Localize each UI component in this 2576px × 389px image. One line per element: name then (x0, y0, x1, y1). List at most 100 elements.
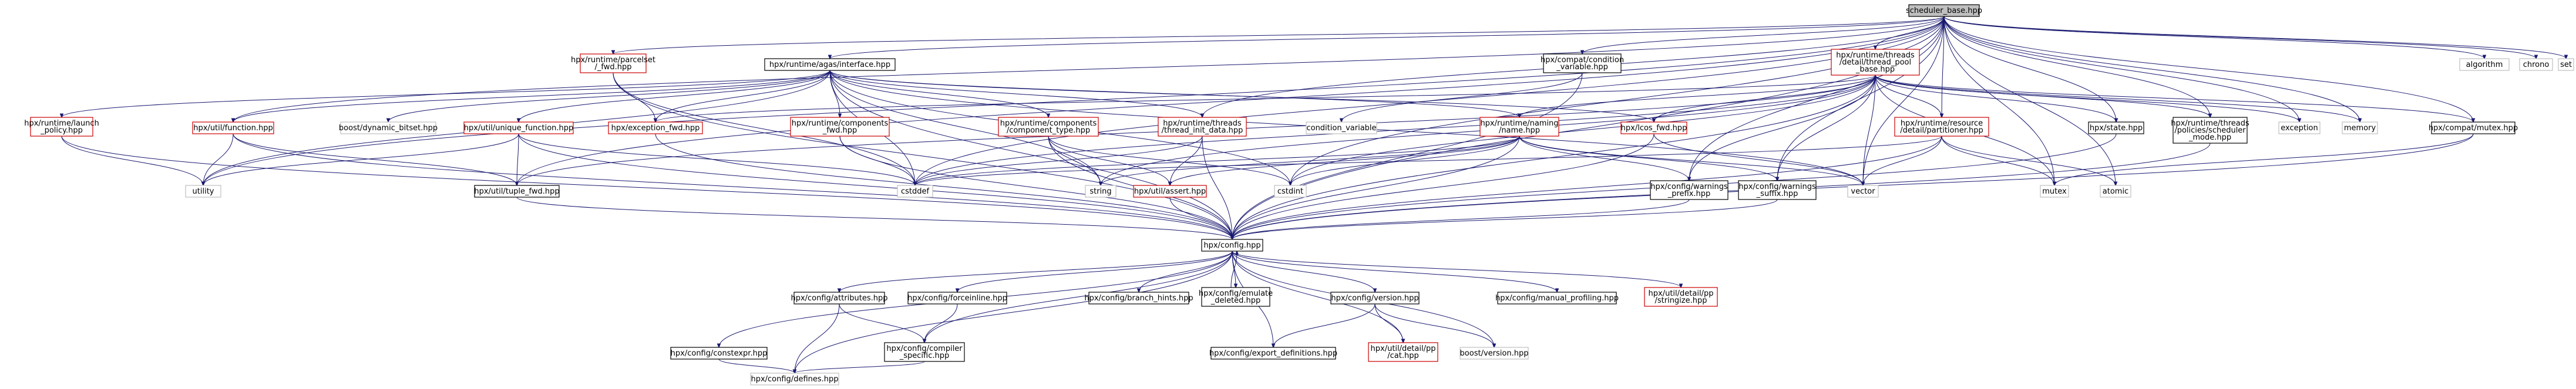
node-label: hpx/config/forceinline.hpp (907, 294, 1007, 303)
dependency-edge-agas_interface-to-component_type (829, 70, 1048, 117)
node-util-unique-function[interactable]: hpx/util/unique_function.hpp (463, 121, 574, 134)
node-naming-name[interactable]: hpx/runtime/naming/name.hpp (1479, 117, 1559, 137)
node-label: mutex (2042, 187, 2067, 196)
node-cfg-export-defs[interactable]: hpx/config/export_definitions.hpp (1209, 347, 1337, 360)
node-compat-condvar[interactable]: hpx/compat/condition_variable.hpp (1541, 53, 1624, 73)
node-exception-fwd[interactable]: hpx/exception_fwd.hpp (608, 121, 703, 134)
node-label: hpx/config/warnings (1738, 182, 1816, 191)
node-box (2558, 58, 2574, 71)
dependency-edge-thread_pool_base-to-memory (1875, 75, 2360, 122)
dependency-edge-partitioner-to-vector (1863, 136, 1942, 185)
node-cfg-compiler-specific[interactable]: hpx/config/compiler_specific.hpp (884, 342, 965, 362)
node-warnings-suffix[interactable]: hpx/config/warnings_suffix.hpp (1738, 180, 1817, 200)
dependency-edge-thread_pool_base-to-exception (1875, 75, 2299, 122)
node-state-hpp[interactable]: hpx/state.hpp (2088, 121, 2144, 134)
node-label: /component_type.hpp (1007, 126, 1090, 135)
dependency-edge-root-to-vector (1863, 16, 1945, 185)
node-box (998, 117, 1099, 137)
dependency-edge-agas_interface-to-exception_fwd (655, 70, 830, 122)
node-util-assert[interactable]: hpx/util/assert.hpp (1133, 185, 1207, 198)
dependency-edge-util_function-to-config_hpp (233, 133, 1232, 239)
node-warnings-prefix[interactable]: hpx/config/warnings_prefix.hpp (1650, 180, 1728, 200)
dependency-edge-parcelset_fwd-to-cstddef (613, 72, 915, 185)
dependency-edge-thread_pool_base-to-state_hpp (1875, 75, 2116, 122)
node-label: hpx/runtime/threads (1163, 119, 1242, 128)
node-launch-policy[interactable]: hpx/runtime/launch_policy.hpp (24, 117, 99, 137)
dependency-edge-util_function-to-utility (203, 133, 234, 185)
node-partitioner[interactable]: hpx/runtime/resource/detail/partitioner.… (1894, 117, 1989, 137)
node-label: hpx/runtime/agas/interface.hpp (769, 60, 890, 69)
dependency-edge-thread_pool_base-to-vector (1863, 75, 1876, 185)
node-thread-pool-base[interactable]: hpx/runtime/threads/detail/thread_pool_b… (1831, 49, 1920, 76)
node-box (793, 292, 885, 305)
node-box (790, 117, 890, 137)
node-box (1158, 117, 1247, 137)
node-label: hpx/config/manual_profiling.hpp (1495, 294, 1619, 303)
dependency-edge-agas_interface-to-launch_policy (62, 70, 830, 117)
node-cstdint: cstdint (1274, 185, 1307, 198)
node-label: set (2560, 60, 2572, 69)
dependency-edge-naming_name-to-string (1101, 136, 1520, 185)
node-sched-mode[interactable]: hpx/runtime/threads/policies/scheduler_m… (2171, 117, 2249, 144)
node-cfg-attributes[interactable]: hpx/config/attributes.hpp (791, 292, 888, 305)
node-box (750, 373, 839, 385)
node-tuple-fwd[interactable]: hpx/util/tuple_fwd.hpp (474, 185, 560, 198)
node-thread-init-data[interactable]: hpx/runtime/threads/thread_init_data.hpp (1158, 117, 1247, 137)
node-cfg-constexpr[interactable]: hpx/config/constexpr.hpp (670, 347, 768, 360)
dependency-edge-exception_fwd-to-config_hpp (655, 133, 1232, 239)
node-util-function[interactable]: hpx/util/function.hpp (192, 121, 274, 134)
node-root[interactable]: scheduler_base.hpp (1906, 4, 1982, 17)
node-cfg-manual-profiling[interactable]: hpx/config/manual_profiling.hpp (1495, 292, 1619, 305)
node-label: hpx/state.hpp (2090, 124, 2143, 133)
node-label: condition_variable (1306, 124, 1376, 133)
dependency-edge-thread_init_data-to-cstddef (915, 136, 1203, 185)
node-cfg-emulate-deleted[interactable]: hpx/config/emulate_deleted.hpp (1199, 287, 1273, 307)
dependency-edge-partitioner-to-config_hpp (1232, 136, 1942, 239)
node-boost-dynbitset: boost/dynamic_bitset.hpp (339, 121, 438, 134)
node-cfg-branch-hints[interactable]: hpx/config/branch_hints.hpp (1084, 292, 1193, 305)
dependency-edge-thread_pool_base-to-config_hpp (1232, 75, 1876, 239)
node-label: hpx/util/tuple_fwd.hpp (474, 187, 559, 196)
node-label: memory (2344, 124, 2376, 133)
node-chrono: chrono (2519, 58, 2553, 71)
node-box (764, 58, 896, 71)
node-components-fwd[interactable]: hpx/runtime/components_fwd.hpp (790, 117, 890, 137)
dependency-edge-config_hpp-to-cfg_defines (795, 251, 1233, 373)
dependency-edge-config_hpp-to-cfg_compiler_specific (924, 251, 1233, 343)
node-box (2100, 185, 2131, 198)
node-box (1133, 185, 1207, 198)
node-cfg-version[interactable]: hpx/config/version.hpp (1330, 292, 1420, 305)
node-label: _policy.hpp (40, 126, 83, 135)
node-memory: memory (2342, 121, 2378, 134)
node-mutex: mutex (2040, 185, 2069, 198)
node-agas-interface[interactable]: hpx/runtime/agas/interface.hpp (764, 58, 896, 71)
node-box (1497, 292, 1617, 305)
dependency-edge-compat_mutex-to-mutex (2054, 133, 2474, 185)
node-parcelset-fwd[interactable]: hpx/runtime/parcelset/_fwd.hpp (571, 53, 655, 73)
node-label: hpx/runtime/threads (1836, 51, 1915, 60)
dependency-edge-thread_pool_base-to-warnings_suffix (1777, 75, 1876, 181)
dependency-edge-agas_interface-to-util_function (233, 70, 830, 122)
node-config-hpp[interactable]: hpx/config.hpp (1201, 239, 1263, 252)
dependency-edge-lcos_fwd-to-vector (1653, 133, 1863, 185)
node-exception: exception (2278, 121, 2321, 134)
node-box (192, 121, 274, 134)
node-box (474, 185, 560, 198)
node-box (1894, 117, 1989, 137)
node-box (1644, 287, 1718, 307)
dependency-edge-agas_interface-to-lcos_fwd (829, 70, 1654, 122)
node-label: hpx/util/detail/pp (1649, 289, 1714, 298)
node-util-cat[interactable]: hpx/util/detail/pp/cat.hpp (1368, 342, 1438, 362)
node-compat-mutex[interactable]: hpx/compat/mutex.hpp (2429, 121, 2518, 134)
node-util-stringize[interactable]: hpx/util/detail/pp/stringize.hpp (1644, 287, 1718, 307)
node-label: hpx/runtime/threads (2171, 119, 2249, 128)
node-box (1201, 239, 1263, 252)
node-label: /policies/scheduler (2174, 126, 2246, 135)
node-box (1085, 185, 1117, 198)
dependency-edge-root-to-warnings_suffix (1777, 16, 1945, 181)
node-lcos-fwd[interactable]: hpx/lcos_fwd.hpp (1620, 121, 1687, 134)
node-cfg-forceinline[interactable]: hpx/config/forceinline.hpp (907, 292, 1007, 305)
node-component-type[interactable]: hpx/runtime/components/component_type.hp… (998, 117, 1099, 137)
node-set: set (2558, 58, 2574, 71)
